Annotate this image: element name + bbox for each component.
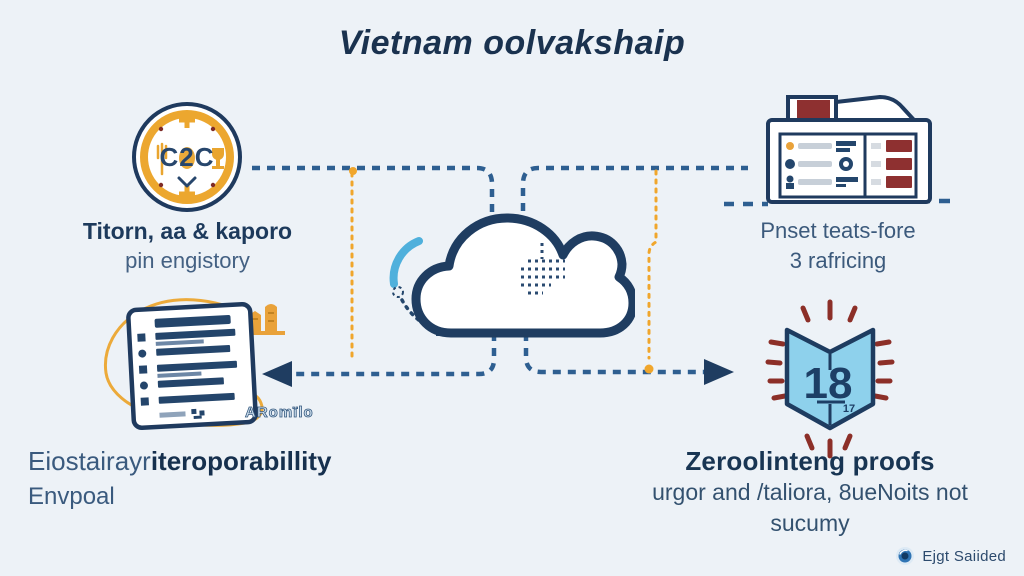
scanner-device-icon <box>766 95 932 204</box>
trophy-icon <box>212 148 224 169</box>
book-number: 18 <box>804 359 853 408</box>
connector-top-left <box>252 165 495 213</box>
proofs-label-line3: sucumy <box>770 510 850 536</box>
connector-bottom-right <box>523 333 704 375</box>
interoperability-label-line2: Envpoal <box>28 483 115 510</box>
device-top-slope <box>834 95 916 122</box>
panel-right-rows <box>871 140 912 188</box>
document-list-icon <box>103 298 285 430</box>
pixel-dots-icon <box>521 243 565 295</box>
badge-text: C2C <box>159 142 214 172</box>
connector-top-right <box>520 165 748 211</box>
pricing-label-line1: Pnset teats-fore <box>760 218 916 243</box>
fork-icon <box>156 142 168 176</box>
arrowhead-right-icon <box>704 359 734 385</box>
book-shape <box>784 327 876 431</box>
badge-dots <box>158 126 216 188</box>
swirl-logo-icon <box>896 547 915 565</box>
badge-figure-icon <box>179 147 195 169</box>
interoperability-label: Eiostairayriteroporabillity Envpoal <box>28 446 458 512</box>
document-caption: ARomïlo <box>245 404 314 422</box>
dotted-orange-lines <box>350 169 658 363</box>
arrowhead-left-icon <box>262 361 292 387</box>
book-number-small: 17 <box>843 403 855 415</box>
document-sheet <box>126 302 258 430</box>
badge-chevron-icon <box>177 176 197 188</box>
interoperability-line1-bold: iteroporabillity <box>150 446 332 476</box>
pricing-label-line2: 3 rafricing <box>789 248 887 273</box>
interoperability-label-line1: Eiostairayriteroporabillity <box>28 446 458 481</box>
sync-arc-icon <box>389 237 423 288</box>
open-book-icon: 18 17 <box>765 299 895 459</box>
document-rows <box>137 328 238 419</box>
connector-bottom-left <box>292 333 497 377</box>
cloud-icon <box>411 213 635 338</box>
proofs-label-line1: Zeroolinteng proofs <box>685 446 935 476</box>
panel-left-rows <box>785 141 858 189</box>
interoperability-line1-light: Eiostairayr <box>28 446 151 476</box>
orange-node-dot-bottom <box>644 364 654 374</box>
orange-line-right <box>647 169 658 360</box>
footer-brand-text: Ejgt Saiided <box>922 547 1006 565</box>
orange-node-dot-top <box>349 167 357 175</box>
page-title: Vietnam oolvakshaip <box>338 24 686 62</box>
c2c-badge-icon: C2C <box>132 102 242 212</box>
registry-label: Titorn, aa & kaporo pin engistory <box>15 216 360 276</box>
pricing-label: Pnset teats-fore 3 rafricing <box>688 216 988 276</box>
registry-label-line1: Titorn, aa & kaporo <box>82 218 293 244</box>
footer-brand: Ejgt Saiided <box>895 546 1006 566</box>
proofs-label-line2: urgor and /taliora, 8ueNoits not <box>652 479 968 505</box>
registry-label-line2: pin engistory <box>125 248 250 273</box>
cloud-outline <box>411 213 635 338</box>
emphasis-dashes-icon <box>765 299 895 459</box>
badge-plus-marks <box>179 112 195 202</box>
proofs-label: Zeroolinteng proofs urgor and /taliora, … <box>600 446 1020 539</box>
